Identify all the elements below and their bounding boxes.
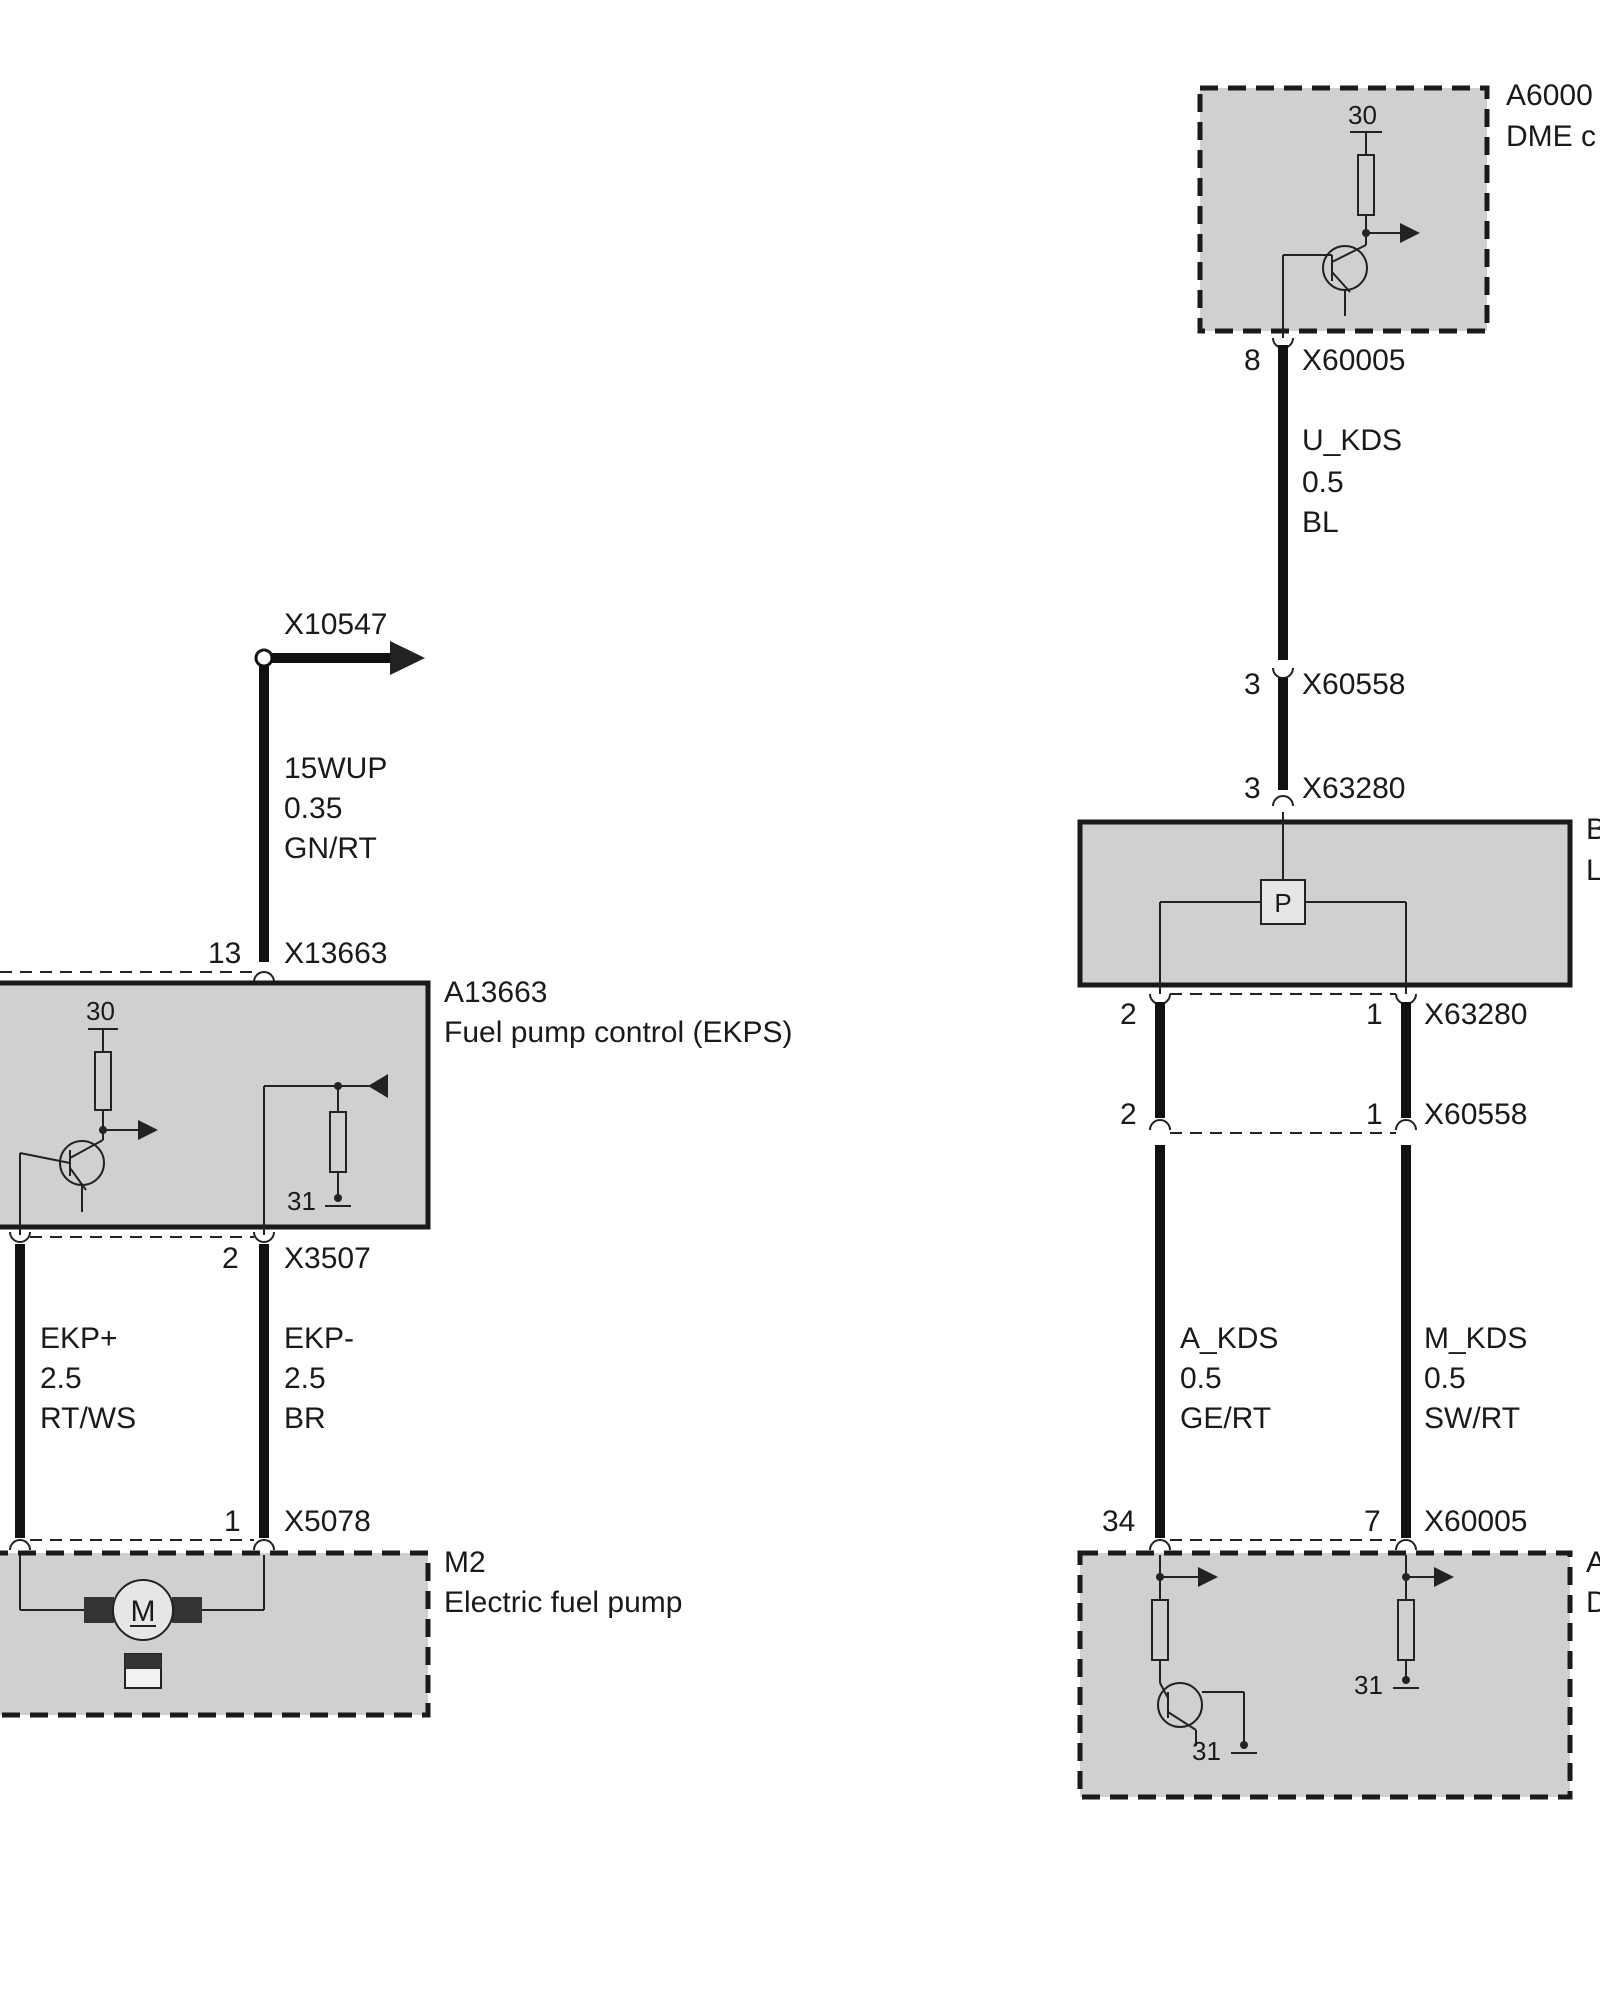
- feed-wire-15wup: [254, 641, 425, 962]
- wire-color-label: BR: [284, 1402, 326, 1435]
- pin-number: 3: [1244, 772, 1261, 805]
- wire-signal-label: EKP-: [284, 1322, 354, 1355]
- connector-x60005-label: X60005: [1424, 1505, 1527, 1538]
- wire-size-label: 0.5: [1302, 466, 1344, 499]
- wire-signal-label: A_KDS: [1180, 1322, 1278, 1355]
- wire-size-label: 2.5: [40, 1362, 82, 1395]
- pin-contact-icon: [9, 1231, 31, 1243]
- connector-x60005-label: X60005: [1302, 344, 1405, 377]
- arrow-right-icon: [1434, 1567, 1454, 1587]
- resistor-icon: [94, 1051, 112, 1111]
- pin-contact-icon: [1149, 1539, 1171, 1551]
- pin-contact-icon: [253, 1539, 275, 1551]
- arrow-right-icon: [390, 641, 425, 675]
- resistor-icon: [1151, 1599, 1169, 1661]
- wire-signal-label: 15WUP: [284, 752, 387, 785]
- wire-size-label: 2.5: [284, 1362, 326, 1395]
- wire-size-label: 0.35: [284, 792, 342, 825]
- ekps-high-side-driver: 30: [19, 996, 158, 1235]
- arrow-left-icon: [368, 1074, 388, 1098]
- connector-x63280-label: X63280: [1424, 998, 1527, 1031]
- fuel-pump-box: [0, 1550, 431, 1718]
- terminal-30-label: 30: [1348, 100, 1377, 130]
- pin-number: 8: [1244, 344, 1261, 377]
- wire-color-label: SW/RT: [1424, 1402, 1520, 1435]
- wire-size-label: 0.5: [1180, 1362, 1222, 1395]
- pin-contact-icon: [1149, 1119, 1171, 1131]
- terminal-30-label: 30: [86, 996, 115, 1026]
- dme-signal-input-a: 31: [1151, 1555, 1257, 1766]
- dme-bottom-id-label: A: [1586, 1546, 1600, 1579]
- dme-name-label: DME c: [1506, 120, 1596, 153]
- dme-module-top-box: [1197, 85, 1490, 334]
- ekps-name-label: Fuel pump control (EKPS): [444, 1016, 792, 1049]
- pin-number: 1: [1366, 1098, 1383, 1131]
- pin-contact-icon: [253, 1231, 275, 1243]
- pin-number: 2: [222, 1242, 239, 1275]
- pump-name-label: Electric fuel pump: [444, 1586, 682, 1619]
- terminal-31-label: 31: [1192, 1736, 1221, 1766]
- pin-contact-icon: [1272, 667, 1294, 679]
- dme-sensor-supply-driver: 30: [1282, 100, 1420, 338]
- transistor-icon: [1157, 1682, 1203, 1728]
- wire-signal-label: U_KDS: [1302, 424, 1402, 457]
- pressure-sensor-box: [1077, 819, 1573, 988]
- pump-id-label: M2: [444, 1546, 486, 1579]
- sensor-symbol: P: [1274, 888, 1291, 918]
- terminal-31-label: 31: [287, 1186, 316, 1216]
- resistor-icon: [1357, 154, 1375, 216]
- sensor-id-label: B: [1586, 813, 1600, 846]
- wire-color-label: RT/WS: [40, 1402, 136, 1435]
- pin-number: 2: [1120, 998, 1137, 1031]
- connector-x5078-label: X5078: [284, 1505, 371, 1538]
- pin-contact-icon: [253, 971, 275, 983]
- pin-number: 1: [224, 1505, 241, 1538]
- ekps-id-label: A13663: [444, 976, 547, 1009]
- pin-number: 1: [1366, 998, 1383, 1031]
- pin-number: 2: [1120, 1098, 1137, 1131]
- wire-color-label: GE/RT: [1180, 1402, 1271, 1435]
- pin-number: 13: [208, 937, 241, 970]
- ekps-module-box: [0, 980, 431, 1230]
- connector-x60558-label: X60558: [1424, 1098, 1527, 1131]
- wire-signal-label: EKP+: [40, 1322, 118, 1355]
- connector-x63280-label: X63280: [1302, 772, 1405, 805]
- arrow-right-icon: [1400, 223, 1420, 243]
- wire-signal-label: M_KDS: [1424, 1322, 1527, 1355]
- dme-module-bottom-box: [1077, 1550, 1573, 1800]
- motor-icon: M: [19, 1555, 265, 1689]
- pin-number: 34: [1102, 1505, 1135, 1538]
- wire-color-label: BL: [1302, 506, 1339, 539]
- pin-contact-icon: [1395, 1539, 1417, 1551]
- dme-bottom-name-label: D: [1586, 1586, 1600, 1619]
- pin-number: 7: [1364, 1505, 1381, 1538]
- resistor-icon: [1397, 1599, 1415, 1661]
- connector-x13663-label: X13663: [284, 937, 387, 970]
- dme-id-label: A6000: [1506, 79, 1593, 112]
- terminal-31-label: 31: [1354, 1670, 1383, 1700]
- resistor-icon: [329, 1111, 347, 1173]
- pin-contact-icon: [1395, 1119, 1417, 1131]
- pin-number: 3: [1244, 668, 1261, 701]
- ekps-low-side-sense: 31: [263, 1074, 388, 1235]
- arrow-right-icon: [138, 1120, 158, 1140]
- motor-symbol: M: [131, 1595, 156, 1628]
- arrow-right-icon: [1198, 1567, 1218, 1587]
- pin-contact-icon: [9, 1539, 31, 1551]
- pin-contact-icon: [1272, 795, 1294, 807]
- connector-x10547-label: X10547: [284, 608, 387, 641]
- connector-x3507-label: X3507: [284, 1242, 371, 1275]
- pressure-sensor-element: P: [1159, 812, 1407, 994]
- wire-size-label: 0.5: [1424, 1362, 1466, 1395]
- connector-x60558-label: X60558: [1302, 668, 1405, 701]
- dme-signal-input-m: 31: [1354, 1555, 1454, 1700]
- sensor-name-label: L: [1586, 854, 1600, 887]
- wire-color-label: GN/RT: [284, 832, 377, 865]
